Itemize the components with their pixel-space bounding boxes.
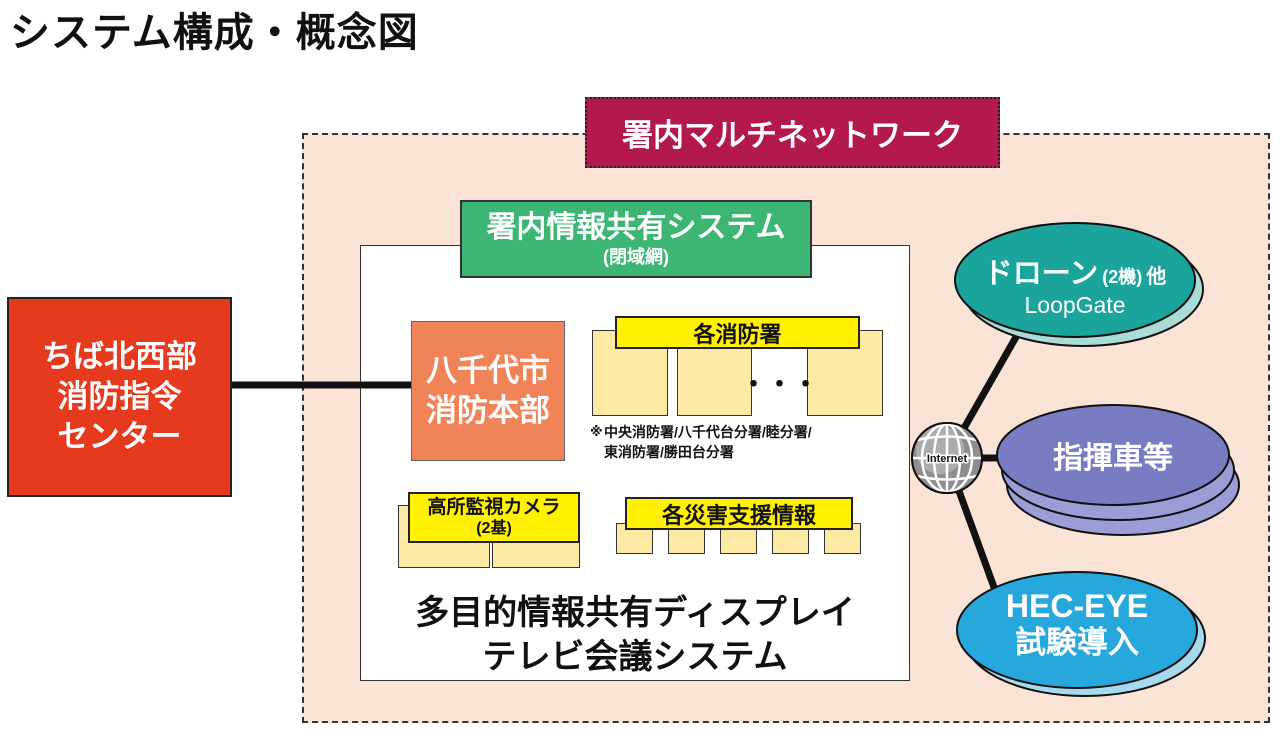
internet-globe-icon: Internet [911,422,983,494]
hec-eye-node-body [956,571,1198,689]
network-label-text: 署内マルチネットワーク [622,118,963,153]
stations-ellipsis: ・・・ [740,368,819,399]
hec-eye-subtitle: 試験導入 [1015,625,1139,660]
headquarters-line-1: 八千代市 [426,353,550,388]
page-title: システム構成・概念図 [10,11,419,55]
stations-label: 各消防署 [615,316,860,349]
hec-eye-node: HEC-EYE 試験導入 [956,571,1206,697]
internet-label: Internet [927,453,968,465]
drone-name: ドローン [984,258,1099,290]
info-system-subtitle: (閉域網) [603,247,669,267]
vehicles-node: 指揮車等 [996,404,1240,536]
info-system-title: 署内情報共有システム [486,211,786,244]
display-caption: 多目的情報共有ディスプレイ テレビ会議システム [360,590,910,680]
globe-outline [911,422,983,494]
stations-note-line-2: 東消防署/勝田台分署 [604,444,734,460]
stations-note: 中央消防署/八千代台分署/睦分署/ 東消防署/勝田台分署 [604,422,812,462]
drone-count: (2機) [1102,266,1142,287]
cameras-label: 高所監視カメラ (2基) [408,492,580,543]
info-system-label: 署内情報共有システム (閉域網) [460,200,812,278]
disaster-info-label-text: 各災害支援情報 [661,502,816,528]
stations-label-text: 各消防署 [693,321,782,347]
stations-note-mark: ※ [590,424,603,439]
display-caption-line-2: テレビ会議システム [482,638,788,676]
drone-node-body [954,222,1196,338]
drone-subtitle: LoopGate [1024,292,1125,318]
vehicles-node-body [996,404,1230,506]
display-caption-line-1: 多目的情報共有ディスプレイ [415,594,855,632]
vehicles-label: 指揮車等 [1053,441,1173,475]
hec-eye-title: HEC-EYE [1006,588,1148,624]
command-center-line-3: センター [57,419,182,454]
disaster-info-label: 各災害支援情報 [625,497,853,530]
drone-node: ドローン(2機)他 LoopGate [954,222,1204,347]
drone-title: ドローン(2機)他 [984,258,1167,290]
drone-suffix: 他 [1145,264,1166,288]
headquarters-line-2: 消防本部 [426,393,550,428]
stations-note-line-1: 中央消防署/八千代台分署/睦分署/ [604,424,812,440]
command-center-line-1: ちば北西部 [42,339,197,374]
headquarters-box: 八千代市 消防本部 [411,321,565,461]
command-center-box: ちば北西部 消防指令 センター [7,297,232,497]
network-label: 署内マルチネットワーク [585,97,1000,168]
cameras-count: (2基) [476,520,512,537]
command-center-line-2: 消防指令 [57,379,182,414]
cameras-label-text: 高所監視カメラ [427,497,561,518]
